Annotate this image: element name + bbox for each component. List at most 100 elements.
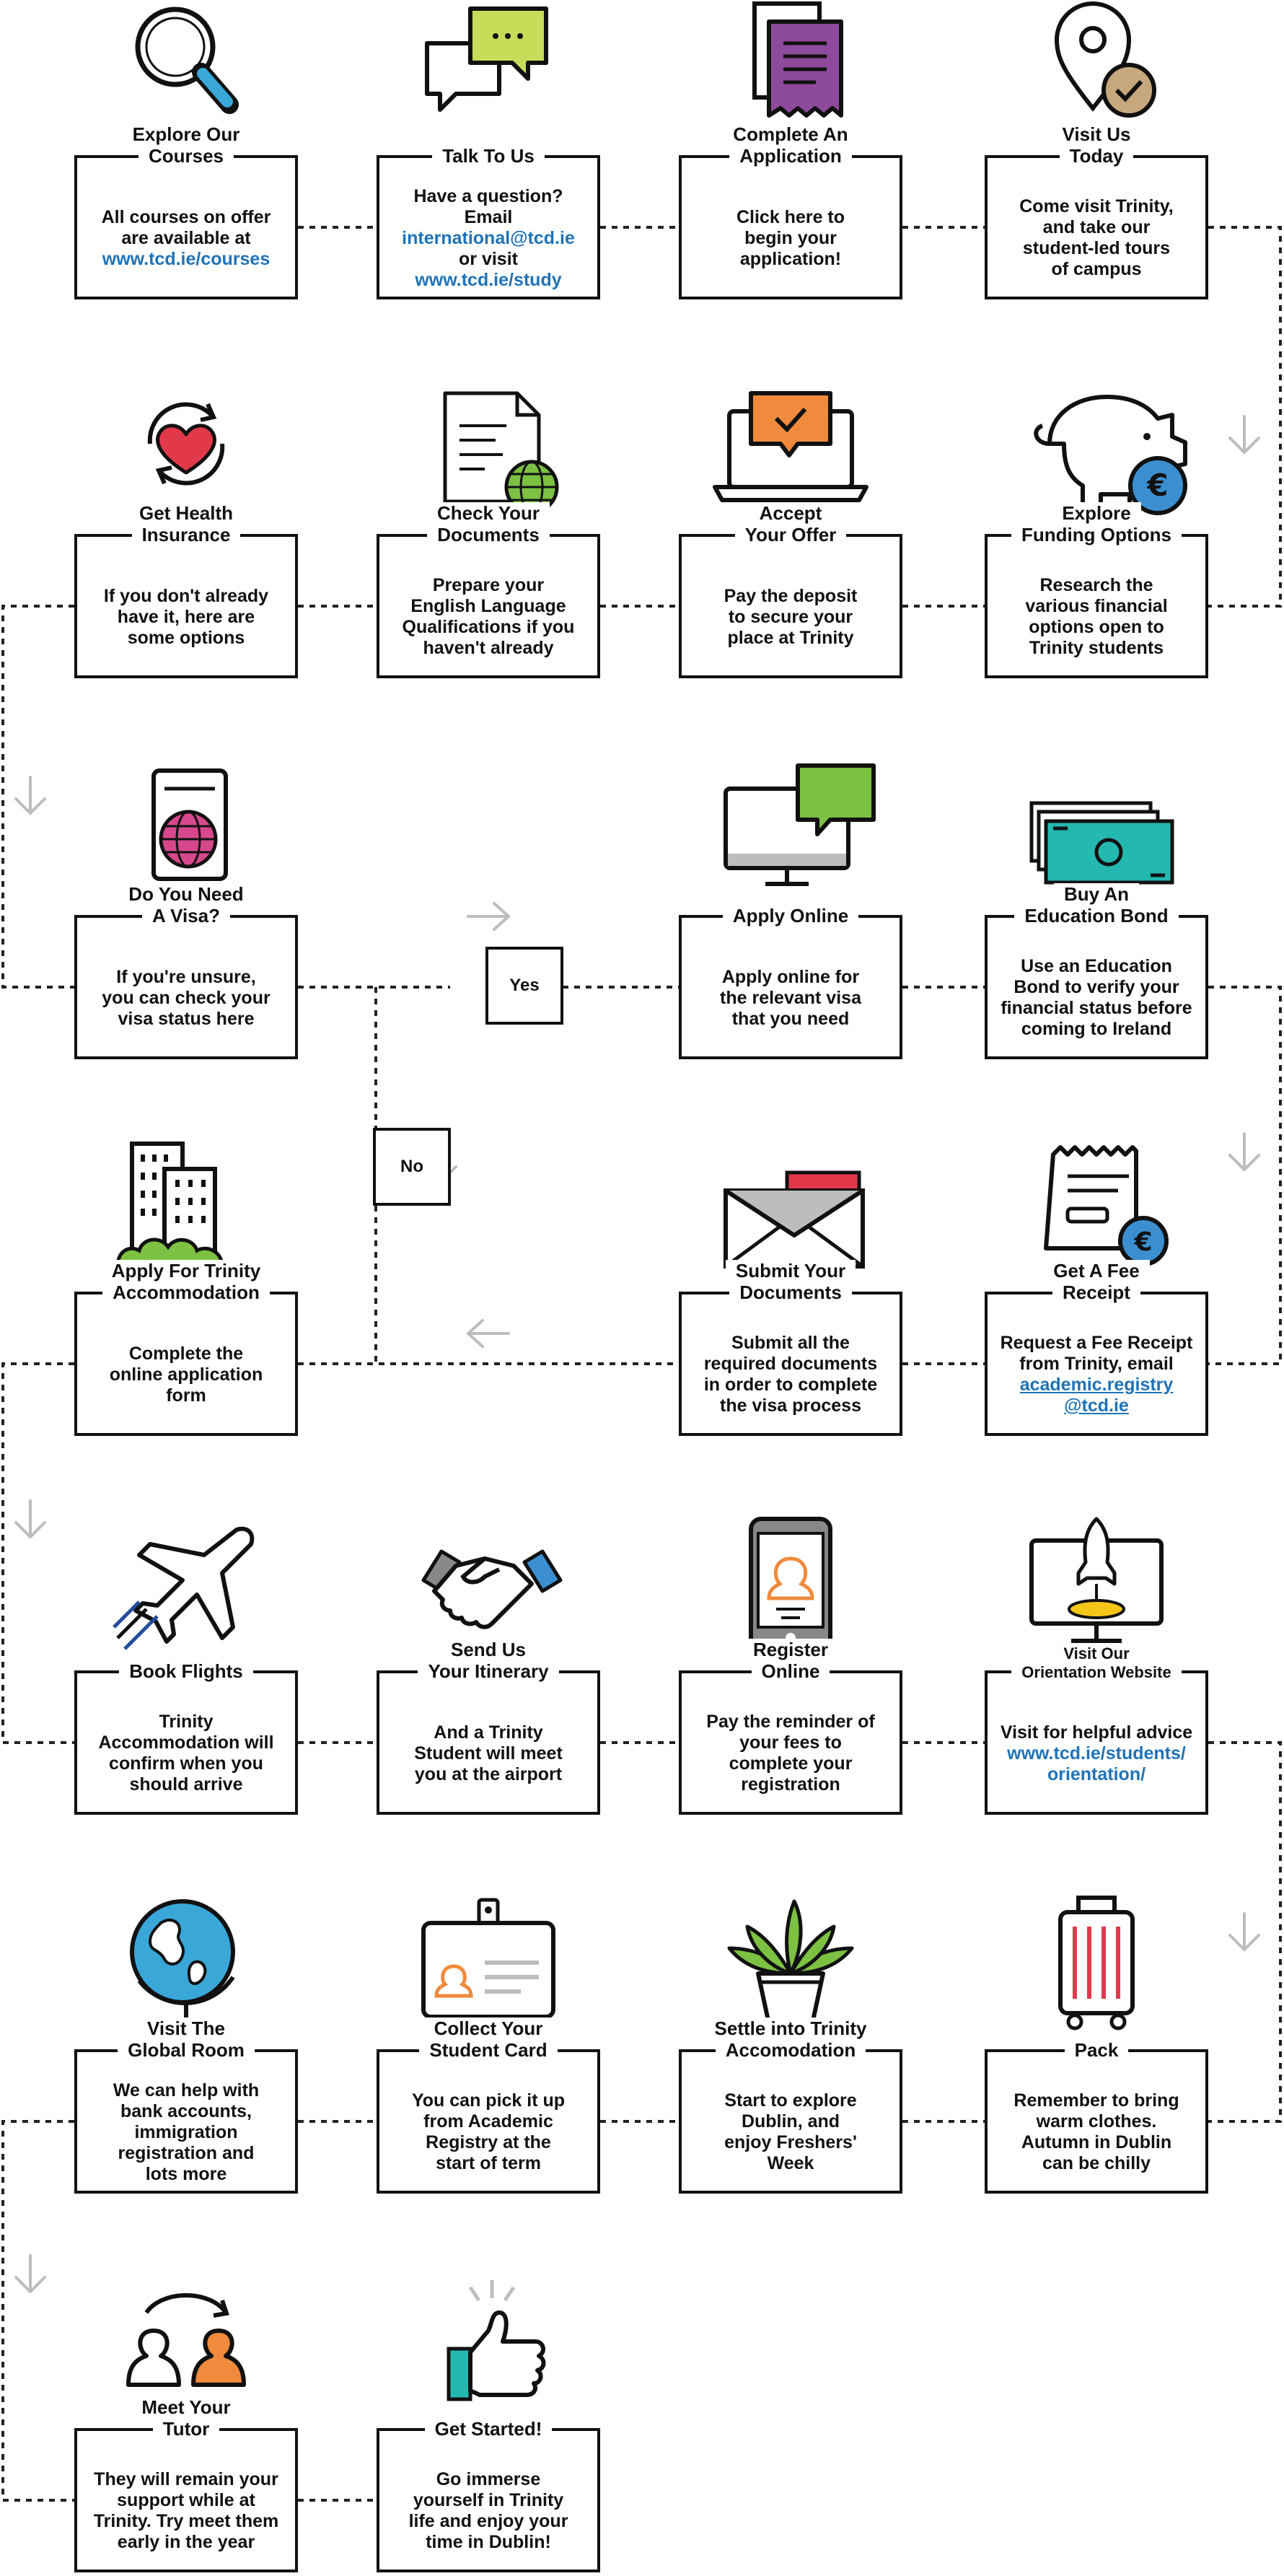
suitcase-icon <box>985 1894 1208 2031</box>
smartphone-user-icon <box>679 1515 902 1652</box>
step-body-line: Accommodation will <box>98 1732 274 1753</box>
step-title-line: Application <box>729 145 852 167</box>
step-title-line: Visit The <box>137 2018 235 2039</box>
step-title-line: Visit Our <box>1053 1644 1140 1663</box>
step-body-line: Use an Education <box>1021 956 1172 976</box>
step-body-line: Trinity students <box>1029 638 1164 658</box>
step-body-line: begin your <box>744 227 837 248</box>
step-body-line: that you need <box>731 1008 850 1029</box>
step-body-line: They will remain your <box>94 2469 278 2489</box>
step-title-line: Talk To Us <box>432 145 545 167</box>
step-title-line: Tutor <box>152 2418 220 2440</box>
step-link-line[interactable]: www.tcd.ie/students/ <box>1007 1743 1186 1764</box>
step-body-line: Trinity <box>159 1712 214 1732</box>
direction-arrow-down <box>1228 415 1260 454</box>
step-title-line: Orientation Website <box>1011 1663 1182 1682</box>
step-title-line: Explore Our <box>122 123 250 145</box>
step-title-line: Insurance <box>131 524 241 546</box>
step-link-line[interactable]: international@tcd.ie <box>402 227 575 248</box>
step-body-line: If you're unsure, <box>116 966 256 987</box>
step-link-line[interactable]: www.tcd.ie/courses <box>102 248 271 269</box>
heart-cycle-icon <box>74 379 298 516</box>
monitor-rocket-icon <box>985 1515 1208 1652</box>
step-title-line: Student Card <box>419 2039 558 2061</box>
step-link-line[interactable]: orientation/ <box>1047 1764 1146 1784</box>
step-body-line: application! <box>739 248 842 269</box>
step-body-line: of campus <box>1051 259 1142 279</box>
direction-arrow-down <box>14 776 46 815</box>
step-title-line: Accomodation <box>715 2039 866 2061</box>
step-title-line: A Visa? <box>142 905 230 926</box>
step-link-line[interactable]: academic.registry <box>1019 1375 1174 1395</box>
step-body-line: enjoy Freshers' <box>724 2132 857 2152</box>
step-title-line: Accept <box>749 502 832 524</box>
step-body-line: options open to <box>1029 617 1164 637</box>
step-title-line: Online <box>751 1660 830 1682</box>
airplane-icon <box>74 1515 298 1652</box>
step-title-line: Get Health <box>128 502 244 524</box>
step-body-line: Come visit Trinity, <box>1019 196 1174 216</box>
potted-plant-icon <box>679 1894 902 2031</box>
step-link-line[interactable]: @tcd.ie <box>1064 1396 1129 1416</box>
chat-bubbles-icon <box>377 0 600 137</box>
svg-text:€: € <box>1133 1227 1152 1257</box>
connector-line <box>1 2120 74 2502</box>
step-link-line[interactable]: www.tcd.ie/study <box>415 269 562 290</box>
globe-icon <box>74 1894 298 2031</box>
step-body-line: Bond to verify your <box>1013 977 1179 997</box>
step-body-line: And a Trinity <box>434 1722 543 1743</box>
step-title-line: Book Flights <box>119 1660 253 1682</box>
step-title-line: Your Offer <box>734 524 847 546</box>
buildings-icon <box>74 1136 298 1274</box>
step-body-line: Week <box>767 2153 814 2173</box>
connector-line <box>1 1362 74 1744</box>
step-body-line: complete your <box>729 1753 853 1774</box>
document-globe-icon <box>377 379 600 516</box>
step-title-line: Register <box>742 1639 839 1660</box>
step-body-line: the visa process <box>720 1396 861 1416</box>
step-body-line: registration and <box>118 2142 255 2163</box>
